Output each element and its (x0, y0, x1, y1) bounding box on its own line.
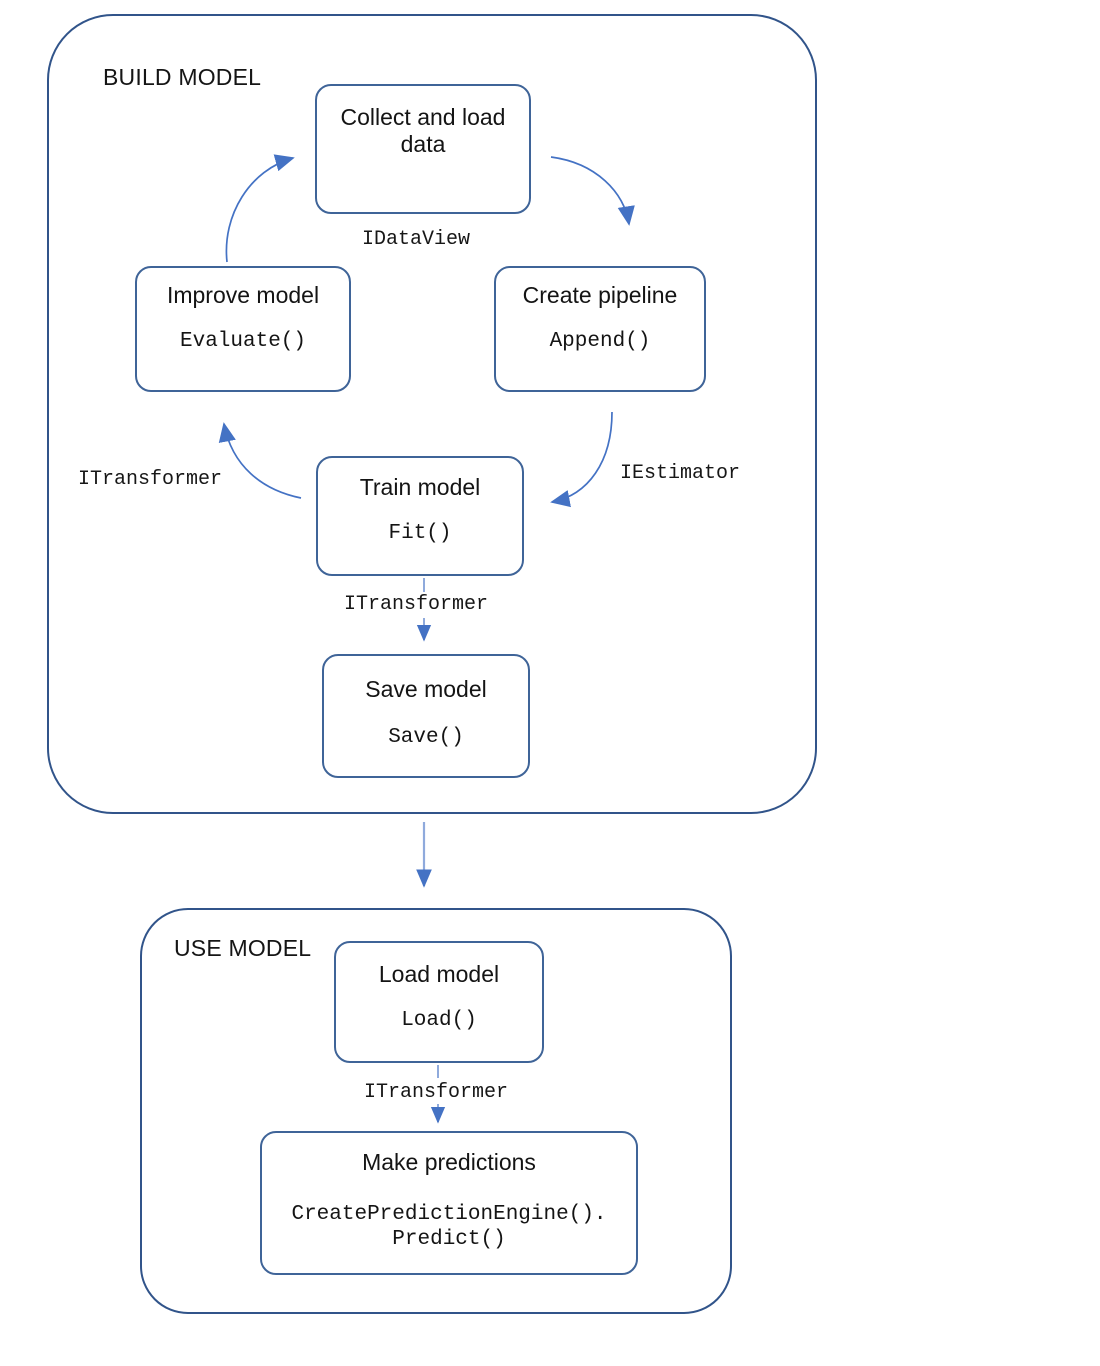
node-save-api: Save() (388, 726, 464, 750)
node-save-model[interactable]: Save model Save() (322, 654, 530, 778)
edge-label-itransformer-evaluate: ITransformer (78, 468, 223, 491)
node-load-model[interactable]: Load model Load() (334, 941, 544, 1063)
edge-label-itransformer-train: ITransformer (344, 593, 489, 616)
node-train-model[interactable]: Train model Fit() (316, 456, 524, 576)
build-model-group (47, 14, 817, 814)
use-model-group (140, 908, 732, 1314)
node-improve-api: Evaluate() (179, 330, 307, 354)
node-load-api: Load() (401, 1009, 477, 1033)
edge-label-idataview: IDataView (362, 228, 471, 251)
node-collect-title: Collect and load data (340, 104, 506, 158)
node-train-api: Fit() (388, 522, 452, 546)
edge-label-itransformer-load: ITransformer (364, 1081, 509, 1104)
node-pipeline-api: Append() (549, 330, 651, 354)
node-save-title: Save model (365, 676, 487, 702)
node-make-predictions[interactable]: Make predictions CreatePredictionEngine(… (260, 1131, 638, 1275)
node-improve-title: Improve model (166, 282, 320, 308)
node-improve-model[interactable]: Improve model Evaluate() (135, 266, 351, 392)
node-train-title: Train model (359, 474, 481, 500)
node-pipeline-title: Create pipeline (522, 282, 678, 308)
use-model-label: USE MODEL (174, 935, 312, 961)
node-create-pipeline[interactable]: Create pipeline Append() (494, 266, 706, 392)
build-model-label: BUILD MODEL (103, 64, 262, 90)
node-predict-api: CreatePredictionEngine(). Predict() (291, 1203, 607, 1252)
node-load-title: Load model (378, 961, 500, 987)
node-collect-and-load-data[interactable]: Collect and load data (315, 84, 531, 214)
edge-label-iestimator: IEstimator (620, 462, 741, 485)
node-predict-title: Make predictions (362, 1149, 536, 1175)
